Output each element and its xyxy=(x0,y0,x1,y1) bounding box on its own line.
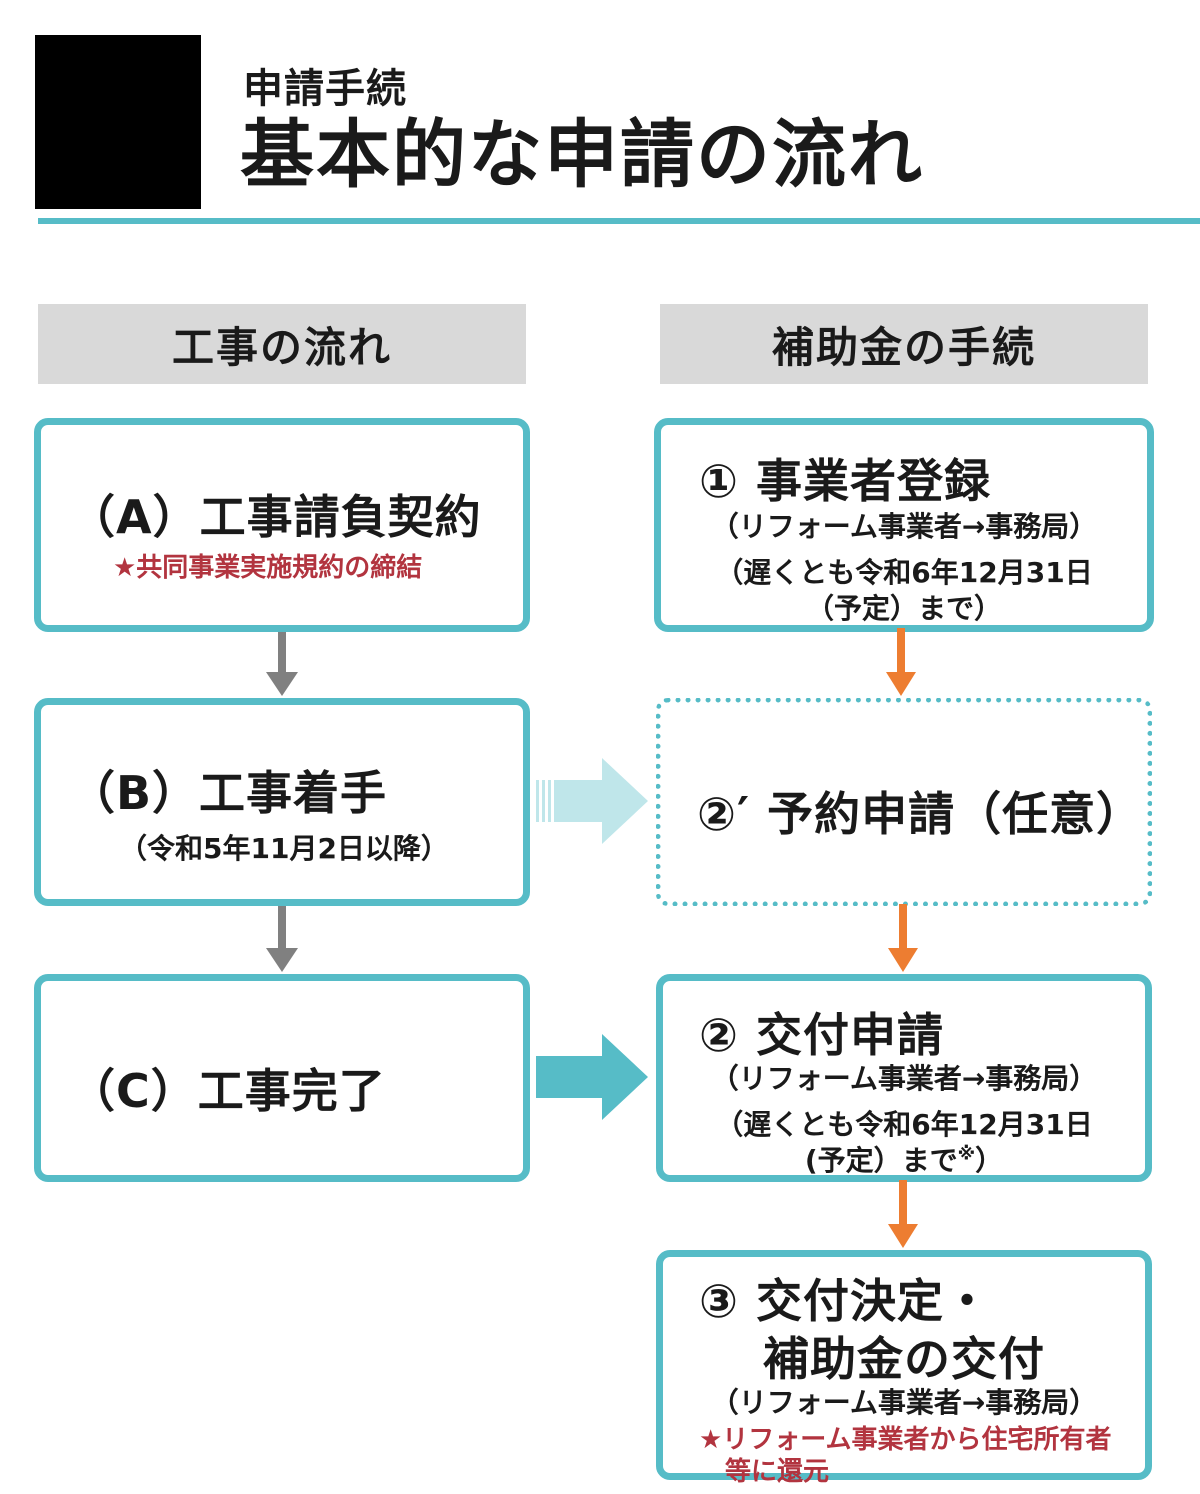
step-1-flow: （リフォーム事業者→事務局） xyxy=(710,510,1098,543)
step-b-label: （B）工事着手 xyxy=(69,766,388,820)
arrow-to-grant-application xyxy=(536,1034,648,1120)
step-3-flow: （リフォーム事業者→事務局） xyxy=(710,1386,1098,1419)
light-arrow-to-reservation xyxy=(536,758,648,844)
step-3-label-line1: ③ 交付決定・ xyxy=(699,1274,991,1328)
left-column-title: 工事の流れ xyxy=(171,322,392,372)
down-arrow-2prime-to-2 xyxy=(888,904,918,972)
step-c-label: （C）工事完了 xyxy=(69,1064,386,1118)
step-3-label-line2: 補助金の交付 xyxy=(763,1332,1045,1386)
step-3-box: ③ 交付決定・ 補助金の交付 （リフォーム事業者→事務局） ★リフォーム事業者か… xyxy=(656,1250,1152,1487)
step-b-note: （令和5年11月2日以降） xyxy=(119,832,449,865)
step-2-deadline-mark: ※ xyxy=(957,1143,976,1165)
left-column-header: 工事の流れ xyxy=(38,304,526,384)
step-2-label: ② 交付申請 xyxy=(699,1008,944,1062)
page-title: 基本的な申請の流れ xyxy=(240,112,924,198)
step-2-deadline-close: ） xyxy=(975,1144,1004,1177)
step-2-deadline-line2: (予定）まで※） xyxy=(663,1139,1145,1179)
step-a-label: （A）工事請負契約 xyxy=(69,490,482,544)
step-1-box: ① 事業者登録 （リフォーム事業者→事務局） （遅くとも令和6年12月31日 （… xyxy=(654,418,1154,632)
down-arrow-a-to-b xyxy=(266,632,298,696)
right-column-title: 補助金の手続 xyxy=(771,322,1036,372)
down-arrow-2-to-3 xyxy=(888,1180,918,1248)
right-column-header: 補助金の手続 xyxy=(660,304,1148,384)
step-b-box: （B）工事着手 （令和5年11月2日以降） xyxy=(34,698,530,906)
step-1-deadline-line2: （予定）まで） xyxy=(805,592,1002,625)
header-divider xyxy=(38,218,1200,224)
step-1-label: ① 事業者登録 xyxy=(699,454,991,508)
step-a-note: ★共同事業実施規約の締結 xyxy=(113,553,423,583)
step-2-deadline-line1: （遅くとも令和6年12月31日 xyxy=(715,1108,1093,1141)
step-2-flow: （リフォーム事業者→事務局） xyxy=(710,1062,1098,1095)
step-a-box: （A）工事請負契約 ★共同事業実施規約の締結 xyxy=(34,418,530,632)
step-2prime-box: ②′ 予約申請（任意） xyxy=(656,698,1152,906)
step-2-deadline-text: (予定）まで xyxy=(804,1144,958,1177)
step-2-box: ② 交付申請 （リフォーム事業者→事務局） （遅くとも令和6年12月31日 (予… xyxy=(656,974,1152,1182)
step-3-note-line2: 等に還元 xyxy=(725,1457,830,1487)
down-arrow-b-to-c xyxy=(266,906,298,972)
logo-block xyxy=(35,35,201,209)
step-1-deadline-line1: （遅くとも令和6年12月31日 xyxy=(715,556,1093,589)
step-c-box: （C）工事完了 xyxy=(34,974,530,1182)
page-subtitle: 申請手続 xyxy=(243,66,407,112)
step-2prime-label: ②′ 予約申請（任意） xyxy=(697,787,1144,841)
step-3-note-line1: ★リフォーム事業者から住宅所有者 xyxy=(699,1425,1112,1455)
down-arrow-1-to-2prime xyxy=(886,628,916,696)
